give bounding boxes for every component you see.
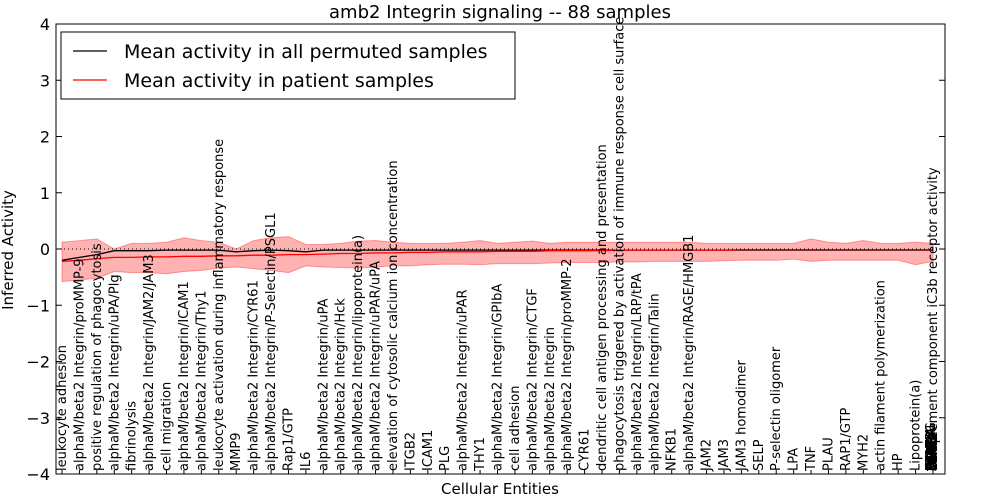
x-category-label: alphaM/beta2 Integrin: [543, 327, 558, 471]
x-category-label: alphaM/beta2 Integrin/ICAM1: [177, 281, 192, 471]
x-category-label: alphaM/beta2 Integrin/GPIbA: [491, 284, 506, 471]
legend-label: Mean activity in all permuted samples: [124, 41, 487, 63]
x-category-label: THY1: [473, 437, 488, 472]
x-category-label-overlap: HMGB1: [924, 423, 939, 471]
x-category-label: Rap1/GTP: [282, 408, 297, 471]
x-category-label: fibrinolysis: [125, 401, 140, 471]
x-category-label: JAM3: [717, 439, 732, 472]
y-tick-label: 1: [40, 184, 50, 203]
x-category-label: leukocyte activation during inflammatory…: [212, 139, 227, 471]
x-category-label: PLG: [438, 446, 453, 471]
x-category-label-overlap: CTGF: [926, 436, 941, 471]
x-category-label: JAM2: [700, 439, 715, 472]
x-axis-title: Cellular Entities: [441, 480, 559, 498]
x-category-label: cell adhesion: [508, 385, 523, 471]
series-lines-layer: [61, 248, 933, 263]
y-tick-label: 3: [40, 71, 50, 90]
x-category-label: alphaM/beta2 Integrin/JAM2/JAM3: [142, 254, 157, 471]
y-tick-label: −3: [26, 409, 50, 428]
x-category-label: alphaM/beta2 Integrin/Hck: [334, 298, 349, 471]
x-category-label: Lipoprotein(a): [909, 380, 924, 471]
x-category-label: phagocytosis triggered by activation of …: [612, 17, 627, 471]
x-category-label: dendritic cell antigen processing and pr…: [595, 144, 610, 471]
confidence-band: [61, 236, 934, 283]
y-tick-label: 0: [40, 240, 50, 259]
x-category-label: alphaM/beta2 Integrin/RAGE/HMGB1: [682, 235, 697, 471]
series-line-2: [61, 248, 933, 263]
x-category-label: leukocyte adhesion: [55, 345, 70, 471]
y-tick-label: −2: [26, 353, 50, 372]
x-category-label: alphaM/beta2 Integrin/P-Selectin/PSGL1: [264, 212, 279, 471]
y-tick-label: −4: [26, 465, 50, 484]
legend-box: [60, 31, 516, 100]
x-category-label: alphaM/beta2 Integrin/Talin: [647, 293, 662, 471]
x-category-label: MMP9: [229, 432, 244, 471]
x-category-label-overlap: PLAT: [924, 440, 939, 471]
x-category-label: TNF: [804, 446, 819, 472]
x-category-label-overlap: PLAUR: [925, 428, 940, 471]
x-category-label: ITGB2: [403, 432, 418, 471]
x-category-label: alphaM/beta2 Integrin/LRP/tPA: [630, 273, 645, 471]
x-category-label: alphaM/beta2 Integrin/proMMP-9: [72, 258, 87, 471]
x-category-label-overlap: LRP1: [926, 439, 941, 471]
x-category-label-overlap: TLN1: [926, 438, 941, 472]
axes: [55, 23, 946, 475]
x-category-label: CYR61: [578, 429, 593, 471]
x-category-label: complement component iC3b receptor activ…: [926, 167, 941, 471]
x-category-label: IL6: [299, 452, 314, 471]
x-category-label: alphaM/beta2 Integrin/lipoprotein(a): [351, 235, 366, 471]
x-category-label-overlap: HCK: [925, 443, 940, 471]
x-category-label: actin filament polymerization: [874, 280, 889, 471]
x-category-label: alphaM/beta2 Integrin/Thy1: [194, 291, 209, 472]
x-category-label: HP: [891, 453, 906, 471]
x-category-label: LPA: [787, 448, 802, 471]
x-category-label: alphaM/beta2 Integrin/uPA/Plg: [107, 274, 122, 471]
x-category-label: alphaM/beta2 Integrin/uPAR: [456, 289, 471, 471]
x-category-label-overlap: MMP2: [926, 432, 941, 471]
x-category-label: P-selectin oligomer: [769, 346, 784, 471]
x-category-label: cell migration: [160, 382, 175, 471]
legend: Mean activity in all permuted samplesMea…: [60, 31, 516, 100]
x-category-label-overlap: GP1BA: [925, 427, 940, 471]
x-category-label: ICAM1: [421, 430, 436, 471]
y-tick-label: 2: [40, 128, 50, 147]
x-category-label: alphaM/beta2 Integrin/uPAR/uPA: [369, 261, 384, 471]
x-category-label: alphaM/beta2 Integrin/CTGF: [525, 288, 540, 471]
x-category-label: PLAU: [822, 437, 837, 471]
confidence-band-layer: [61, 236, 934, 283]
x-category-label: alphaM/beta2 Integrin/proMMP-2: [560, 258, 575, 471]
x-category-label: SELP: [752, 439, 767, 471]
x-category-label-overlap: ITGAM: [924, 429, 939, 471]
x-category-label-overlap: SELPLG: [924, 422, 939, 471]
x-category-label: MYH2: [856, 434, 871, 471]
chart-title: amb2 Integrin signaling -- 88 samples: [329, 2, 671, 23]
x-category-label: RAP1/GTP: [839, 408, 854, 471]
y-tick-label: −1: [26, 296, 50, 315]
x-category-label-overlap: AGER: [925, 435, 940, 471]
legend-label: Mean activity in patient samples: [124, 70, 434, 92]
x-category-label: alphaM/beta2 Integrin/CYR61: [247, 280, 262, 471]
x-category-label: positive regulation of phagocytosis: [90, 243, 105, 471]
y-axis-title: Inferred Activity: [0, 190, 17, 310]
x-category-label: alphaM/beta2 Integrin/uPA: [316, 298, 331, 471]
x-category-label: JAM3 homodimer: [734, 360, 749, 472]
y-tick-label: 4: [40, 15, 50, 34]
y-tick-labels: −4 −3 −2 −1 0 1 2 3 4: [26, 15, 50, 484]
x-category-label: elevation of cytosolic calcium ion conce…: [386, 160, 401, 471]
x-category-label: NFKB1: [665, 428, 680, 471]
